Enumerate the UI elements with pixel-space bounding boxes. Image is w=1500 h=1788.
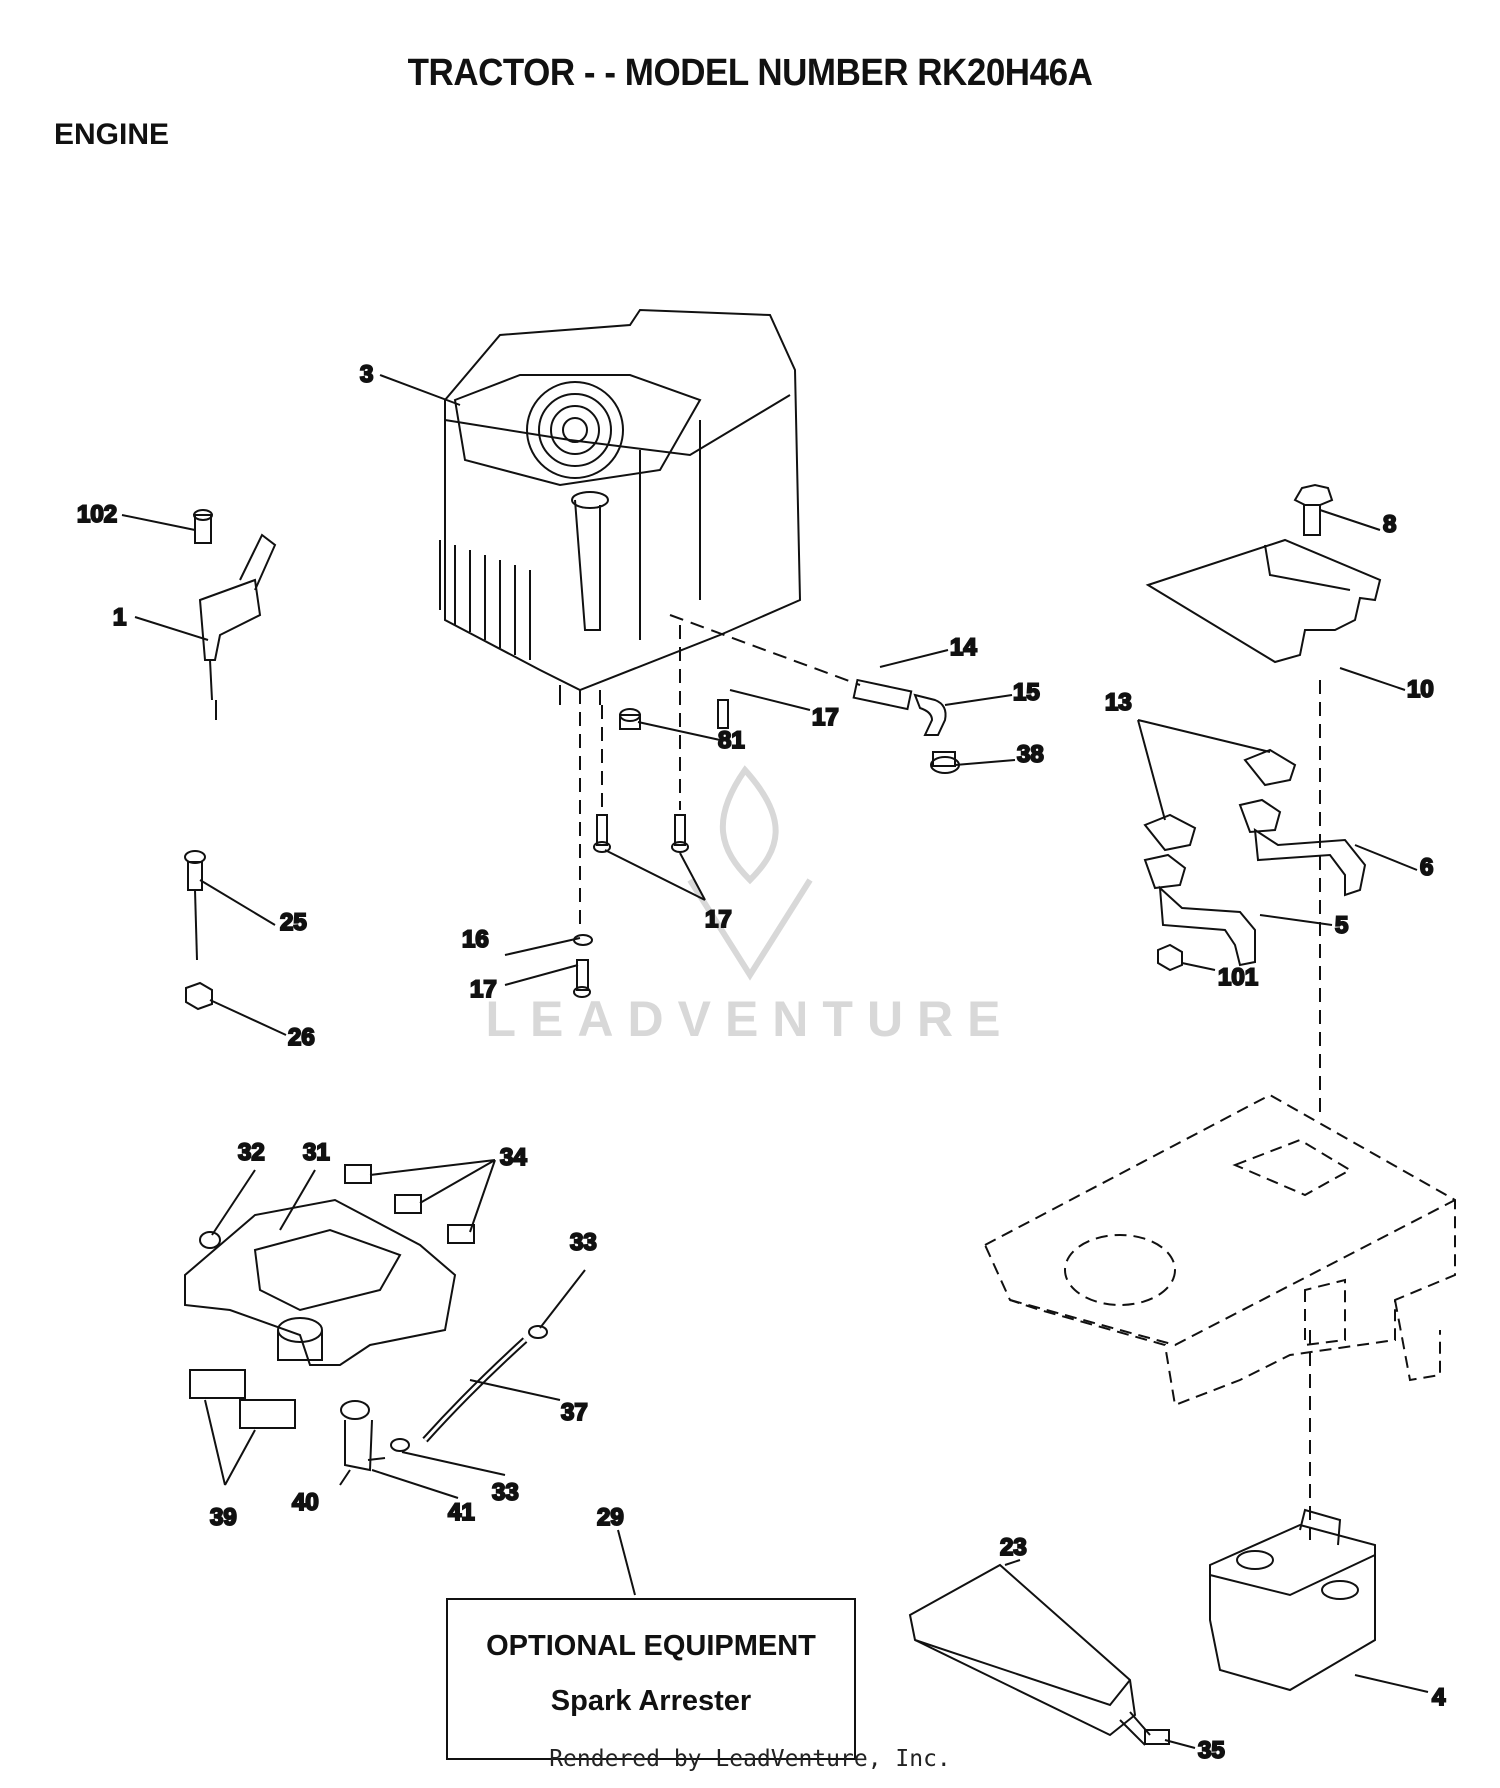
optional-equipment-label: OPTIONAL EQUIPMENT	[486, 1630, 816, 1662]
callout-40: 40	[292, 1489, 319, 1516]
callout-81: 81	[718, 727, 745, 754]
air-cleaner-part	[184, 1164, 548, 1472]
callout-31: 31	[303, 1139, 330, 1166]
callout-32: 32	[238, 1139, 265, 1166]
frame-part	[983, 1093, 1456, 1407]
callout-10: 10	[1407, 676, 1434, 703]
callout-34: 34	[500, 1144, 527, 1171]
hardware-part	[573, 699, 729, 998]
callout-29: 29	[597, 1504, 624, 1531]
callout-17-mid: 17	[705, 906, 732, 933]
alignment-lines	[579, 614, 1321, 1540]
callout-41: 41	[448, 1499, 475, 1526]
callout-8: 8	[1383, 511, 1396, 538]
callout-33-top: 33	[570, 1229, 597, 1256]
callout-33-bottom: 33	[492, 1479, 519, 1506]
exhaust-pipe-part	[1143, 748, 1367, 972]
callout-39: 39	[210, 1504, 237, 1531]
pipe-part	[852, 678, 960, 774]
callout-38: 38	[1017, 741, 1044, 768]
callout-5: 5	[1335, 912, 1348, 939]
callout-17-bottom: 17	[470, 976, 497, 1003]
callout-37: 37	[561, 1399, 588, 1426]
callout-16: 16	[462, 926, 489, 953]
engine-part	[439, 308, 802, 705]
callout-102: 102	[77, 501, 117, 528]
callout-13: 13	[1105, 689, 1132, 716]
throttle-control-part	[193, 509, 277, 720]
section-title: ENGINE	[54, 118, 170, 151]
nut-part	[185, 981, 213, 1011]
page-title: TRACTOR - - MODEL NUMBER RK20H46A	[407, 52, 1093, 94]
heat-shield-part	[1145, 483, 1382, 664]
footer-credit: Rendered by LeadVenture, Inc.	[549, 1746, 951, 1772]
callout-17-top: 17	[812, 704, 839, 731]
callout-15: 15	[1013, 679, 1040, 706]
callout-101: 101	[1218, 964, 1258, 991]
callout-14: 14	[950, 634, 977, 661]
callout-25: 25	[280, 909, 307, 936]
callout-3: 3	[360, 361, 373, 388]
callout-23: 23	[1000, 1534, 1027, 1561]
callout-35: 35	[1198, 1737, 1225, 1764]
watermark-logo	[687, 765, 813, 981]
optional-equipment-box: OPTIONAL EQUIPMENT Spark Arrester	[446, 1598, 856, 1760]
callout-labels: 102 1 3 8 14 15 17 81 38 10 13 6 5 101 2…	[76, 360, 1447, 1765]
callout-6: 6	[1420, 854, 1433, 881]
leader-lines	[121, 374, 1429, 1749]
callout-26: 26	[288, 1024, 315, 1051]
callout-1: 1	[113, 604, 126, 631]
spark-arrester-label: Spark Arrester	[550, 1685, 752, 1717]
callout-4: 4	[1432, 1684, 1446, 1711]
dipstick-part	[184, 850, 206, 961]
watermark: LEADVENTURE	[485, 991, 1015, 1047]
spark-arrester-part	[908, 1563, 1170, 1746]
muffler-part	[1209, 1508, 1376, 1692]
